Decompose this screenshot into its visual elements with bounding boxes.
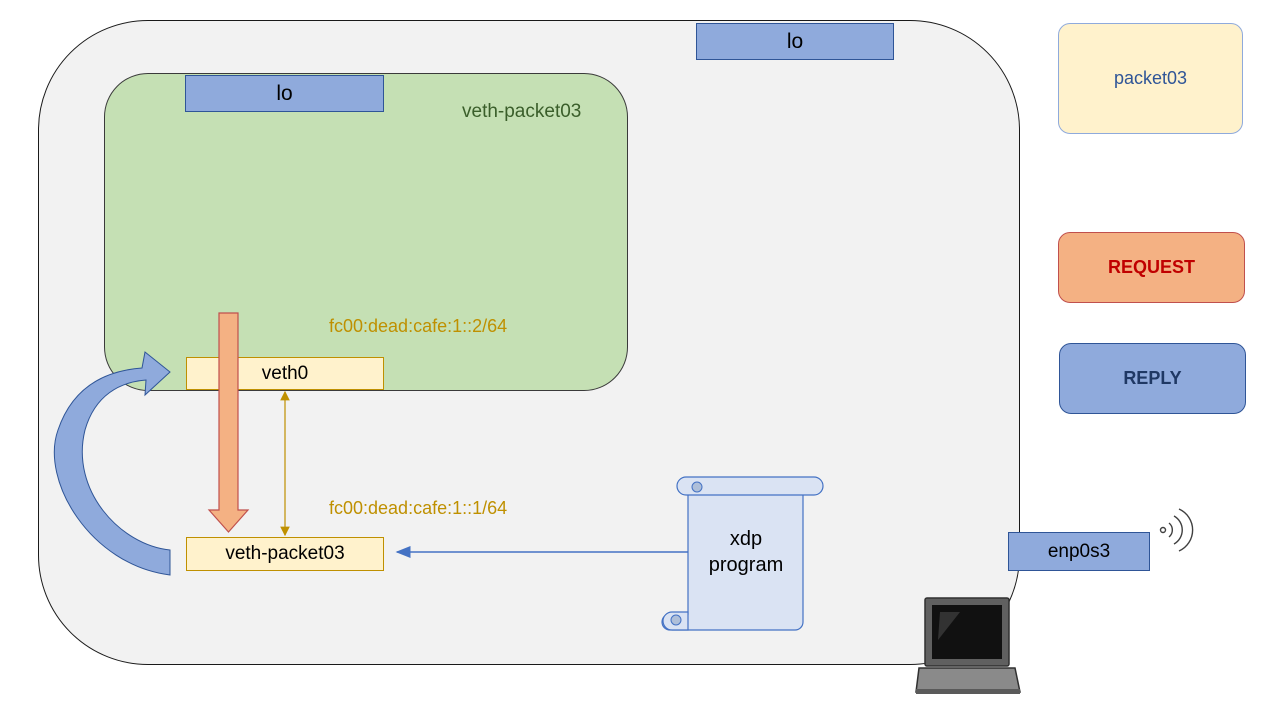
legend-reply-label: REPLY (1123, 368, 1182, 388)
enp0s3-interface: enp0s3 (1008, 532, 1150, 571)
reply-curved-arrow (53, 351, 171, 576)
scroll-icon (661, 476, 824, 631)
laptop-icon (915, 597, 1021, 694)
legend-namespace: packet03 (1058, 23, 1243, 134)
request-down-arrow (207, 312, 250, 533)
legend-request: REQUEST (1058, 232, 1245, 303)
wifi-signal-icon (1159, 508, 1194, 552)
host-veth-address: fc00:dead:cafe:1::1/64 (329, 498, 508, 518)
xdp-program-text: xdp program (708, 528, 784, 576)
legend-namespace-label: packet03 (1113, 68, 1188, 88)
namespace-name-label: veth-packet03 (462, 101, 582, 122)
host-veth-interface: veth-packet03 (186, 537, 384, 571)
namespace-veth-address: fc00:dead:cafe:1::2/64 (329, 316, 508, 336)
legend-reply: REPLY (1059, 343, 1246, 414)
namespace-veth0-interface: veth0 (186, 357, 384, 390)
host-lo-interface: lo (696, 23, 894, 60)
namespace-lo-interface: lo (185, 75, 384, 112)
legend-request-label: REQUEST (1107, 257, 1195, 277)
xdp-program-label: xdp program (692, 526, 800, 582)
namespace-box (104, 73, 628, 391)
